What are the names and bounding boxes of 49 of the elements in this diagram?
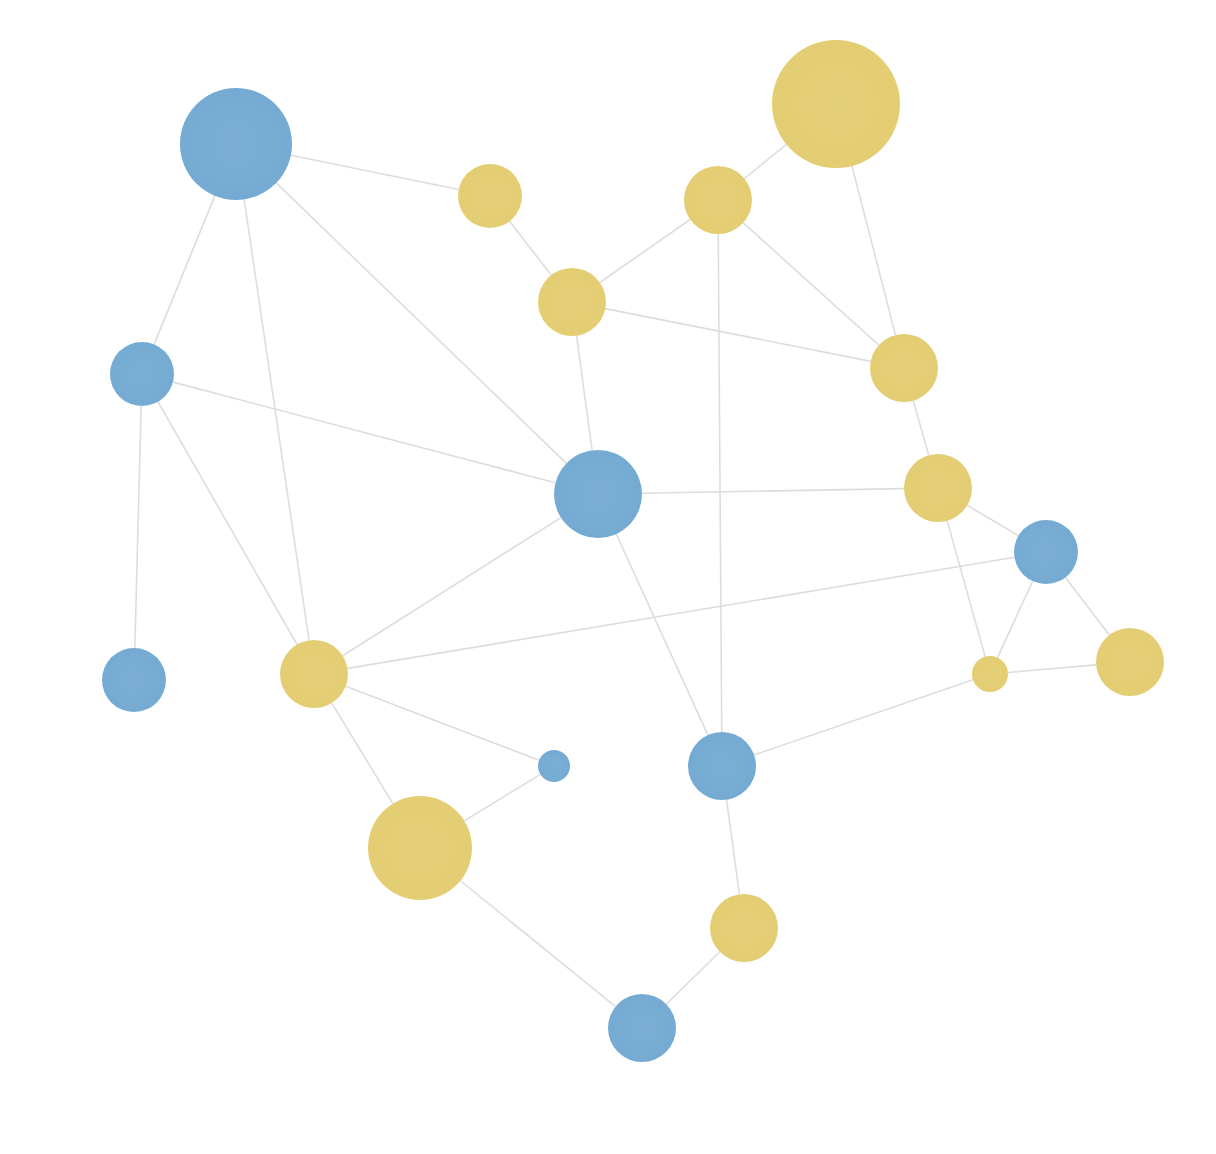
connector-line [641,487,905,495]
graph-node [710,894,778,962]
connector-line [463,773,542,822]
connector-line [344,685,540,762]
connector-line [1064,576,1111,636]
connector-line [966,504,1020,537]
graph-node [280,640,348,708]
connector-line [851,165,897,336]
graph-node [688,732,756,800]
connector-line [615,533,709,736]
connector-line [243,198,310,642]
connector-line [996,580,1034,659]
graph-node [368,796,472,900]
graph-node [1096,628,1164,696]
connector-line [717,233,723,733]
graph-node [684,166,752,234]
connector-line [275,182,568,465]
connector-line [946,519,986,658]
graph-node [458,164,522,228]
graph-node [538,268,606,336]
graph-node [904,454,972,522]
graph-node [102,648,166,712]
connector-line [330,702,394,805]
graph-node [870,334,938,402]
connector-line [575,334,593,452]
connector-line [341,516,562,657]
connector-line [157,400,298,646]
connector-line [599,218,691,284]
connector-line [725,798,741,896]
connector-line [743,143,788,180]
graph-node [538,750,570,782]
connector-line [172,381,557,484]
connector-line [604,307,872,363]
connector-line [1007,664,1097,674]
connector-line [742,222,880,346]
graph-node [1014,520,1078,584]
connector-line [134,405,142,649]
connector-line [459,879,617,1008]
connector-line [346,556,1016,670]
connector-line [753,679,974,756]
connector-line [153,195,216,346]
connector-line [508,220,552,276]
connector-line [665,951,721,1005]
graph-node [608,994,676,1062]
connector-line [912,399,930,457]
graph-node [110,342,174,406]
graph-node [972,656,1008,692]
connector-line [290,154,460,191]
graph-node [554,450,642,538]
